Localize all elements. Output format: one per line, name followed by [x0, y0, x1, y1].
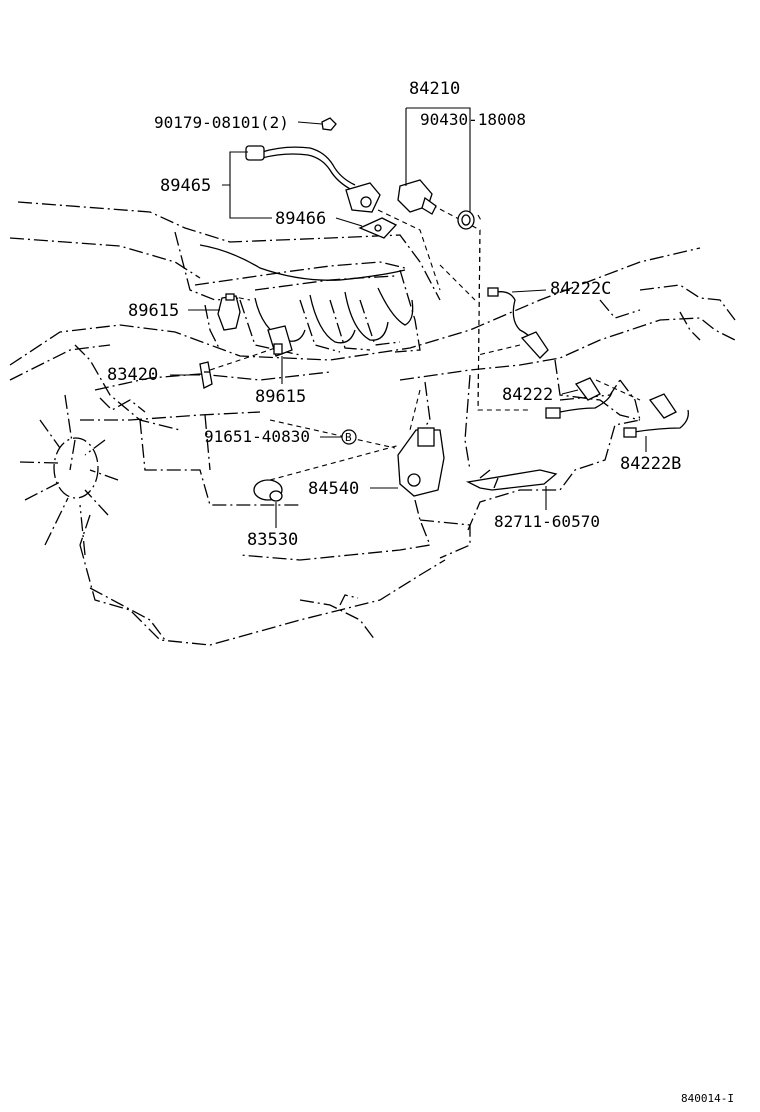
callout-84222: 84222 [502, 385, 553, 405]
callout-89615-upper: 89615 [128, 301, 179, 321]
sensor-89615-lower[interactable] [267, 325, 293, 357]
switch-83530[interactable] [253, 479, 283, 502]
sensor-83420[interactable] [199, 361, 213, 389]
gasket-89466[interactable] [358, 217, 398, 239]
svg-text:B: B [345, 431, 352, 444]
callout-83530: 83530 [247, 530, 298, 550]
leader-lines [170, 107, 647, 528]
callout-89615-lower: 89615 [255, 387, 306, 407]
callout-90430-18008: 90430-18008 [420, 110, 526, 129]
bracket-82711[interactable] [465, 469, 558, 491]
figure-id: 840014-I [681, 1092, 734, 1105]
o-ring-90430[interactable] [457, 210, 475, 230]
switch-84210[interactable] [397, 179, 437, 215]
callout-90179-08101: 90179-08101(2) [154, 113, 289, 132]
callout-84222b: 84222B [620, 454, 681, 474]
cap-90179[interactable] [321, 117, 337, 131]
sensor-84222b[interactable] [623, 393, 689, 438]
sensor-89615-upper[interactable] [217, 293, 241, 331]
callout-89465: 89465 [160, 176, 211, 196]
callout-84222c: 84222C [550, 279, 611, 299]
callout-89466: 89466 [275, 209, 326, 229]
callout-83420: 83420 [107, 365, 158, 385]
oxygen-sensor-89465[interactable] [245, 145, 381, 213]
intake-manifold [199, 244, 414, 344]
engine-outline [9, 201, 736, 646]
callout-91651-40830: 91651-40830 [204, 427, 310, 446]
sensor-84222c[interactable] [487, 287, 549, 359]
callout-84540: 84540 [308, 479, 359, 499]
callout-84210: 84210 [409, 79, 460, 99]
switch-84540[interactable] [397, 427, 445, 497]
cooling-fan [19, 394, 119, 556]
reference-lines [209, 204, 641, 481]
sensor-84222[interactable] [545, 377, 613, 419]
callout-82711-60570: 82711-60570 [494, 512, 600, 531]
circle-marker-b: B [341, 429, 357, 445]
